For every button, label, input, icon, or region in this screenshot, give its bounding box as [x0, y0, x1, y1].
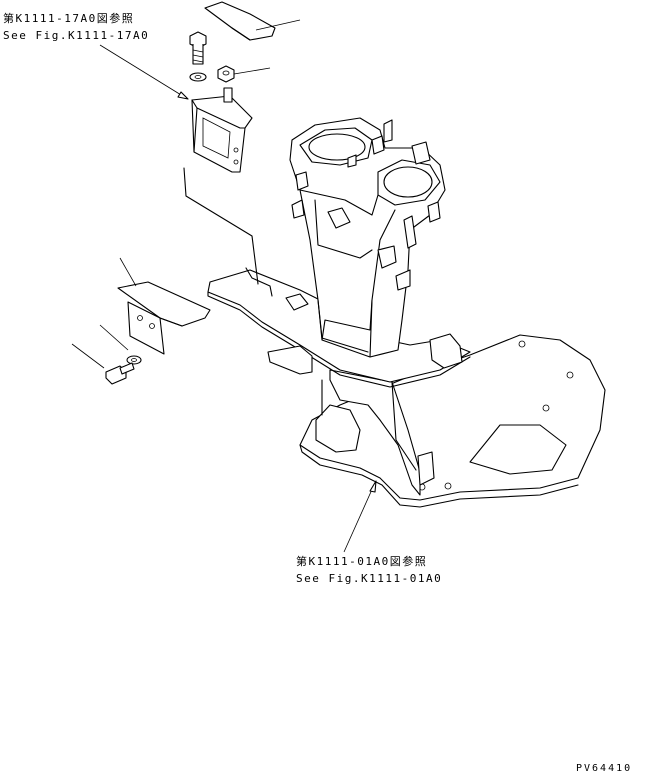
- support-bracket: [315, 369, 435, 496]
- reference-label-bottom-jp: 第K1111-01A0図参照: [296, 555, 428, 568]
- mount-bracket: [105, 281, 211, 385]
- floor-plate: [299, 334, 606, 508]
- base-plate: [207, 267, 471, 388]
- leader-lines: [71, 19, 377, 553]
- reference-label-top-en: See Fig.K1111-17A0: [3, 29, 150, 42]
- bolt-washer-nut: [189, 31, 235, 83]
- drawing-code: PV64410: [576, 763, 633, 774]
- steering-column-tower: [289, 117, 446, 358]
- cover-plate: [204, 1, 276, 41]
- reference-label-top-jp: 第K1111-17A0図参照: [3, 12, 135, 25]
- switch-box: [183, 87, 259, 285]
- reference-label-bottom-en: See Fig.K1111-01A0: [296, 572, 443, 585]
